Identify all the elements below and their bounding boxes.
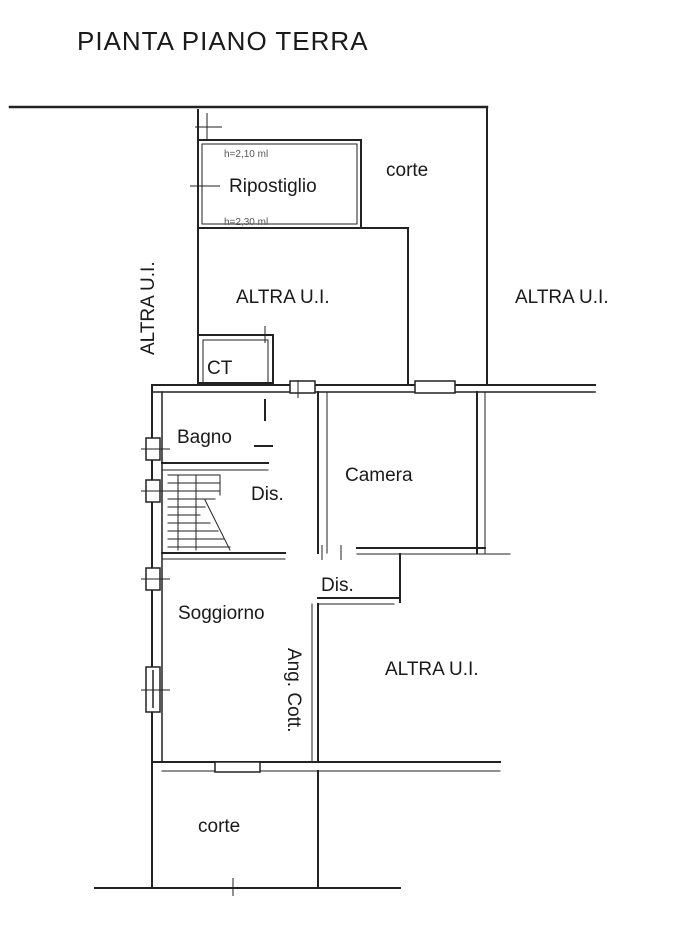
label-dis-lower: Dis. — [321, 575, 354, 596]
plan-title: PIANTA PIANO TERRA — [77, 26, 369, 56]
label-bagno: Bagno — [177, 427, 232, 448]
label-altra-right: ALTRA U.I. — [515, 287, 609, 308]
walls — [8, 105, 596, 889]
label-altra-bottom: ALTRA U.I. — [385, 659, 479, 680]
label-altra-left: ALTRA U.I. — [138, 261, 159, 355]
label-ct: CT — [207, 358, 233, 379]
label-ang-cott: Ang. Cott. — [283, 648, 304, 733]
label-h-bottom: h=2,30 ml — [224, 217, 268, 228]
label-corte-top: corte — [386, 160, 428, 181]
label-h-top: h=2,10 ml — [224, 149, 268, 160]
label-soggiorno: Soggiorno — [178, 603, 265, 624]
label-camera: Camera — [345, 465, 413, 486]
label-altra-center: ALTRA U.I. — [236, 287, 330, 308]
label-dis-upper: Dis. — [251, 484, 284, 505]
label-corte-bottom: corte — [198, 816, 240, 837]
label-ripostiglio: Ripostiglio — [229, 176, 317, 197]
dimension-ticks — [141, 113, 342, 896]
